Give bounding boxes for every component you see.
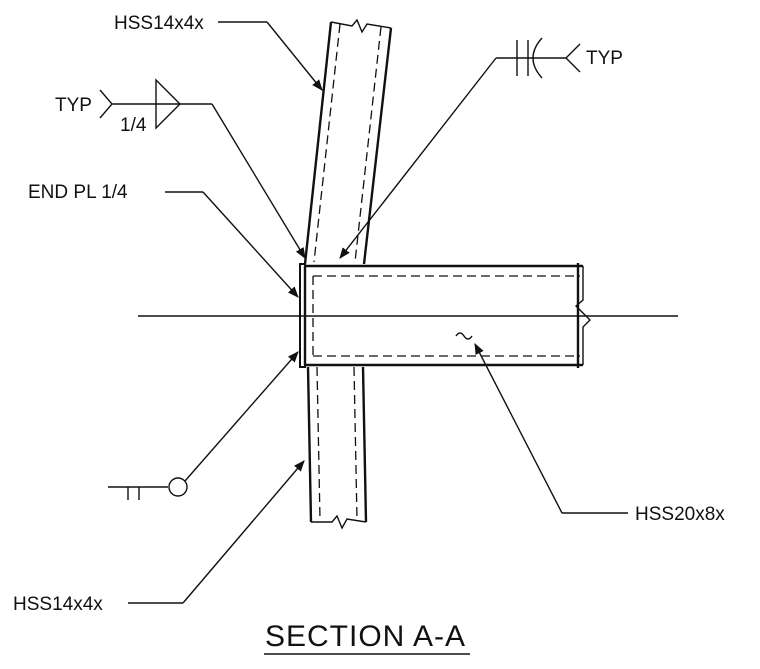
- label-weld-size: 1/4: [120, 115, 147, 136]
- break-line-top: [330, 18, 392, 34]
- weld-symbol: [99, 78, 306, 259]
- hss-symbol: [455, 332, 473, 340]
- label-beam: HSS20x8x: [635, 504, 725, 525]
- label-brace-bottom: HSS14x4x: [13, 594, 103, 615]
- leader-beam: [474, 343, 628, 514]
- label-brace-top: HSS14x4x: [114, 13, 204, 34]
- beam-break-line: [574, 266, 591, 365]
- fillet-weld-icon: [155, 78, 181, 130]
- label-weld-typ: TYP: [55, 95, 92, 116]
- leader-brace-bottom: [128, 460, 305, 604]
- upper-brace: [303, 18, 393, 265]
- section-title: SECTION A-A: [265, 620, 466, 653]
- label-end-plate: END PL 1/4: [28, 182, 128, 203]
- leader-brace-top: [218, 21, 323, 91]
- bolt-symbol: [339, 37, 581, 259]
- leader-end-plate: [165, 191, 299, 298]
- all-around-circle-icon: [168, 477, 188, 497]
- field-weld-symbol: [108, 351, 299, 500]
- label-bolt-typ: TYP: [586, 48, 623, 69]
- lower-brace: [306, 366, 368, 530]
- break-line-bottom: [311, 514, 367, 530]
